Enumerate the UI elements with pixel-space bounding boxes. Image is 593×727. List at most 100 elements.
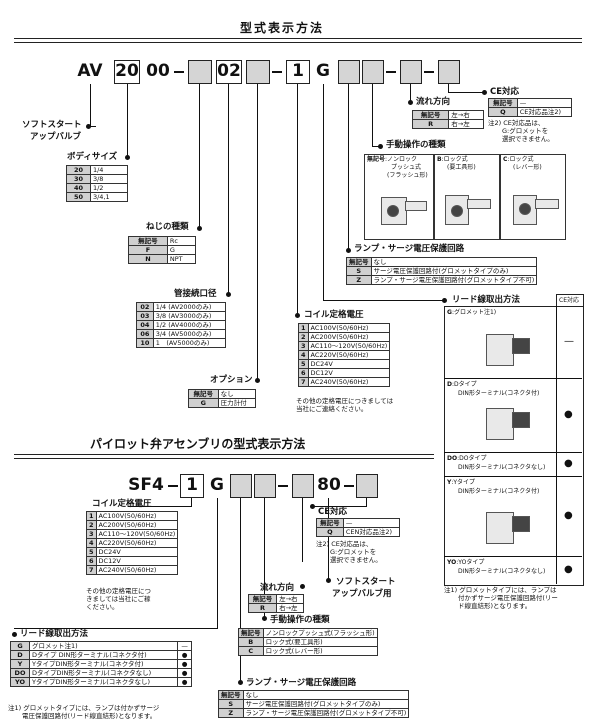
coil-code: 2 [298,332,309,342]
bullet [408,100,413,105]
soft-start-label-2: アップバルブ [30,132,82,142]
manual-a-name2: プッシュ式 [391,164,422,171]
ce2-note: 注2) CE対応品は、 G:グロメットを 選択できません。 [316,540,382,564]
ce2-note-line: G:グロメットを [330,548,377,556]
lead-row-divider [444,378,582,379]
lead-note: 注1) グロメットタイプには、ランプは 付かずサージ電圧保護回路付(リー ド線直… [444,586,558,610]
port-code: 06 [136,329,154,339]
bullet [326,578,331,583]
thread-code: F [128,245,168,255]
coil2-box [180,474,204,498]
thread-code: N [128,254,168,264]
manual-c-code: C [503,156,508,163]
coil2-code: 2 [86,520,97,530]
surge2-code: Z [218,708,244,718]
ce-note-line: 選択できません。 [502,135,554,143]
bullet [310,504,315,509]
lead2-note-line: 電圧保護回路付(リード線直結形)となります。 [22,712,157,720]
coil-code: 1 [298,323,309,333]
manual-b-text: B:ロック式 [437,156,468,163]
coil2-code: 5 [86,547,97,557]
lead-row-label: YO:YOタイプ [447,559,485,566]
valve-illustration [512,516,530,532]
lead2-code: G [9,641,31,651]
manual2-value: ノンロックプッシュ式(フラッシュ形) [262,628,379,638]
port-value: 3/8 (AV3000のみ) [152,311,227,321]
bullet [255,378,260,383]
flow-code: 無記号 [411,110,450,120]
flow-value: 右→左 [448,119,484,129]
port-code: 02 [136,302,154,312]
code-80: 80 [317,475,341,495]
manual-b-name2: (要工具形) [447,164,476,171]
coil2-note-line: その他の定格電圧につ [86,587,151,595]
lead2-note-line: 注1) グロメットタイプには、ランプは付かずサージ [8,704,160,712]
option-code: 無記号 [188,389,219,399]
code-size: 20 [115,61,139,81]
thread-label: ねじの種類 [146,222,189,232]
lead-name: Dタイプ [454,381,477,388]
leader [372,84,373,146]
lead2-value: ● [177,677,192,687]
lead2-code: DO [9,668,31,678]
manual-b-name: ロック式 [443,156,468,163]
lead-ce-mark: — [564,336,574,347]
flow2-label: 流れ方向 [260,583,295,593]
surge-value: ランプ・サージ電圧保護回路付(グロメットタイプ不可) [370,275,538,285]
flow2-row: 無記号左→右 [247,594,304,604]
surge-code: 無記号 [346,257,372,267]
surge-value: なし [370,257,538,267]
section-title: パイロット弁アセンブリの型式表示方法 [90,437,306,451]
body-size-code: 30 [66,174,91,184]
ce2-note-line: 選択できません。 [330,556,382,564]
surge2-code: 無記号 [218,690,244,700]
surge-code: S [346,266,372,276]
thread-value: G [166,245,197,255]
section-rule [14,454,434,459]
coil-note: その他の定格電圧につきましては 当社にご連絡ください。 [296,397,393,413]
port-code: 10 [136,338,154,348]
thread-box [188,60,212,84]
body-size-code: 40 [66,183,91,193]
port-value: 1/4 (AV2000のみ) [152,302,227,312]
dash [174,71,184,73]
lead-code: D [447,381,452,388]
leader [240,498,241,682]
code-port: 02 [217,61,241,81]
dash [272,71,282,73]
flow2-value: 右→左 [276,603,304,613]
option-value: なし [217,389,257,399]
leader [191,498,192,506]
leader [90,126,96,127]
coil2-value: AC110～120V(50/60Hz) [95,529,179,539]
surge2-value: ランプ・サージ電圧保護回路付(グロメットタイプ不可) [242,708,410,718]
leader [302,498,303,562]
bullet [226,292,231,297]
ce2-row: 無記号— [316,518,401,528]
ce2-code: 無記号 [316,518,344,528]
coil-code: 6 [298,368,309,378]
manual-b-code: B [437,156,442,163]
coil-box [286,60,310,84]
thread-code: 無記号 [128,236,168,246]
lead2-value: グロメット注1) [29,641,179,651]
lead-ce-mark: ● [564,510,573,521]
leader [14,628,218,629]
coil2-value: AC100V(50/60Hz) [95,511,179,521]
